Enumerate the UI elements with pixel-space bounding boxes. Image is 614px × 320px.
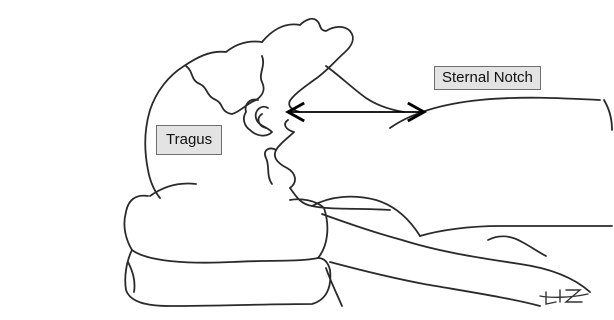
mouth-chin-profile bbox=[275, 120, 295, 188]
head-outline bbox=[145, 19, 353, 198]
neck-front bbox=[326, 66, 404, 112]
body-outline bbox=[290, 66, 612, 306]
pillow-top bbox=[124, 196, 327, 263]
arm-lower bbox=[330, 262, 540, 306]
tragus-label: Tragus bbox=[156, 125, 222, 155]
forehead-nose-profile bbox=[262, 19, 353, 112]
belly-line bbox=[604, 100, 612, 130]
artist-signature bbox=[540, 290, 588, 304]
ear-inner bbox=[259, 114, 266, 128]
hairline bbox=[186, 56, 264, 114]
hand bbox=[488, 236, 546, 256]
torso-back bbox=[420, 226, 612, 236]
pillow-stack bbox=[124, 184, 342, 307]
pillow-seam-left bbox=[128, 262, 135, 292]
sternal-notch-label: Sternal Notch bbox=[434, 66, 541, 90]
